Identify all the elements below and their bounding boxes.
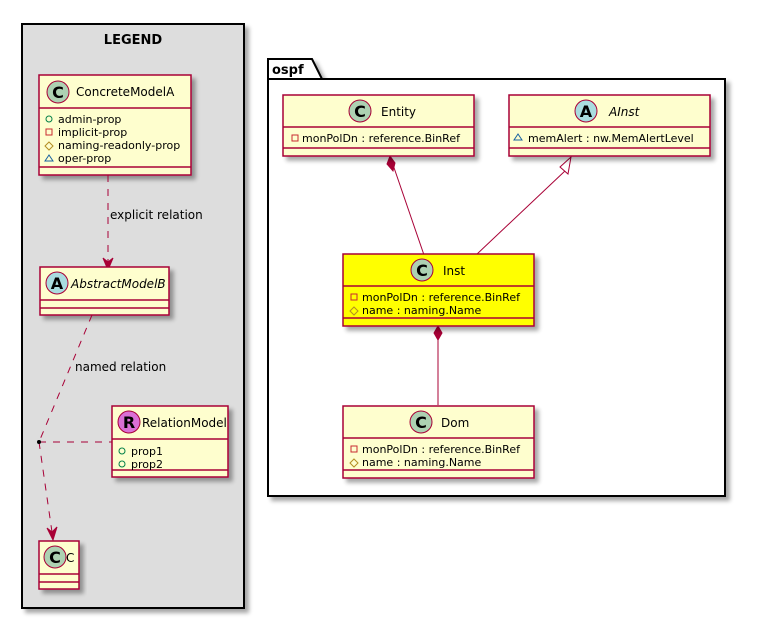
member-text: implicit-prop [58, 126, 127, 139]
public-visibility-icon [118, 460, 126, 468]
class-name: C [66, 551, 74, 565]
legend-relation-model-class[interactable]: R RelationModel prop1 prop2 [111, 405, 229, 478]
class-spot-letter: A [580, 102, 593, 121]
class-dom[interactable]: C Dom monPolDn : reference.BinRef name :… [342, 405, 535, 479]
class-entity[interactable]: C Entity monPolDn : reference.BinRef [282, 94, 475, 157]
explicit-relation-edge: explicit relation [102, 175, 203, 272]
private-visibility-icon [350, 293, 358, 301]
class-spot-letter: C [415, 413, 427, 432]
class-spot-icon [409, 410, 433, 434]
protected-visibility-icon [349, 458, 359, 468]
class-spot-icon [46, 80, 70, 104]
class-name: AbstractModelB [70, 277, 166, 291]
legend-abstract-model-class[interactable]: A AbstractModelB [39, 266, 170, 316]
entity-inst-composition [386, 154, 425, 256]
package-name: ospf [272, 63, 304, 78]
public-visibility-icon [45, 115, 53, 123]
abstract-spot-icon [45, 271, 69, 295]
named-relation-label: named relation [75, 360, 166, 374]
private-visibility-icon [291, 134, 299, 142]
public-visibility-icon [118, 447, 126, 455]
legend-title: LEGEND [104, 33, 163, 48]
package-visibility-icon [513, 133, 523, 141]
arrow-head-icon [46, 526, 58, 542]
member-text: naming-readonly-prop [58, 139, 180, 152]
legend-concrete-model-class[interactable]: C ConcreteModelA admin-prop implicit-pro… [38, 74, 192, 176]
class-name: Dom [441, 416, 469, 430]
class-spot-letter: C [52, 83, 64, 102]
class-name: RelationModel [142, 416, 227, 430]
class-spot-letter: A [51, 274, 64, 293]
explicit-relation-label: explicit relation [110, 208, 203, 222]
member-text: monPolDn : reference.BinRef [362, 291, 521, 304]
class-spot-icon [410, 258, 434, 282]
class-ainst[interactable]: A AInst memAlert : nw.MemAlertLevel [508, 94, 711, 157]
member-text: name : naming.Name [362, 456, 482, 469]
composition-diamond-icon [433, 324, 443, 342]
composition-diamond-icon [386, 154, 396, 173]
private-visibility-icon [45, 128, 53, 136]
member-text: monPolDn : reference.BinRef [302, 132, 461, 145]
inheritance-triangle-icon [559, 155, 572, 175]
class-spot-letter: C [49, 548, 61, 567]
class-name: Inst [443, 264, 465, 278]
member-text: admin-prop [58, 113, 121, 126]
class-name: ConcreteModelA [76, 85, 175, 99]
private-visibility-icon [350, 445, 358, 453]
named-relation-edge: named relation [37, 314, 166, 542]
class-name: AInst [608, 105, 641, 119]
member-text: monPolDn : reference.BinRef [362, 443, 521, 456]
member-text: prop1 [131, 445, 163, 458]
inst-dom-composition [433, 324, 443, 405]
class-spot-letter: R [123, 413, 135, 432]
relation-spot-icon [117, 410, 141, 434]
class-spot-icon [43, 545, 67, 569]
class-spot-letter: C [416, 261, 428, 280]
member-text: prop2 [131, 458, 163, 471]
class-name: Entity [381, 105, 416, 119]
abstract-spot-icon [574, 99, 598, 123]
legend-c-class[interactable]: C C [38, 540, 80, 590]
ainst-inst-generalization [475, 155, 572, 256]
package-visibility-icon [44, 154, 54, 162]
member-text: name : naming.Name [362, 304, 482, 317]
class-spot-icon [348, 99, 372, 123]
class-spot-letter: C [354, 102, 366, 121]
member-text: oper-prop [58, 152, 111, 165]
class-inst[interactable]: C Inst monPolDn : reference.BinRef name … [342, 253, 535, 327]
arrow-head-icon [102, 257, 114, 272]
protected-visibility-icon [44, 141, 54, 151]
member-text: memAlert : nw.MemAlertLevel [528, 132, 694, 145]
protected-visibility-icon [349, 306, 359, 316]
association-point [37, 440, 41, 444]
